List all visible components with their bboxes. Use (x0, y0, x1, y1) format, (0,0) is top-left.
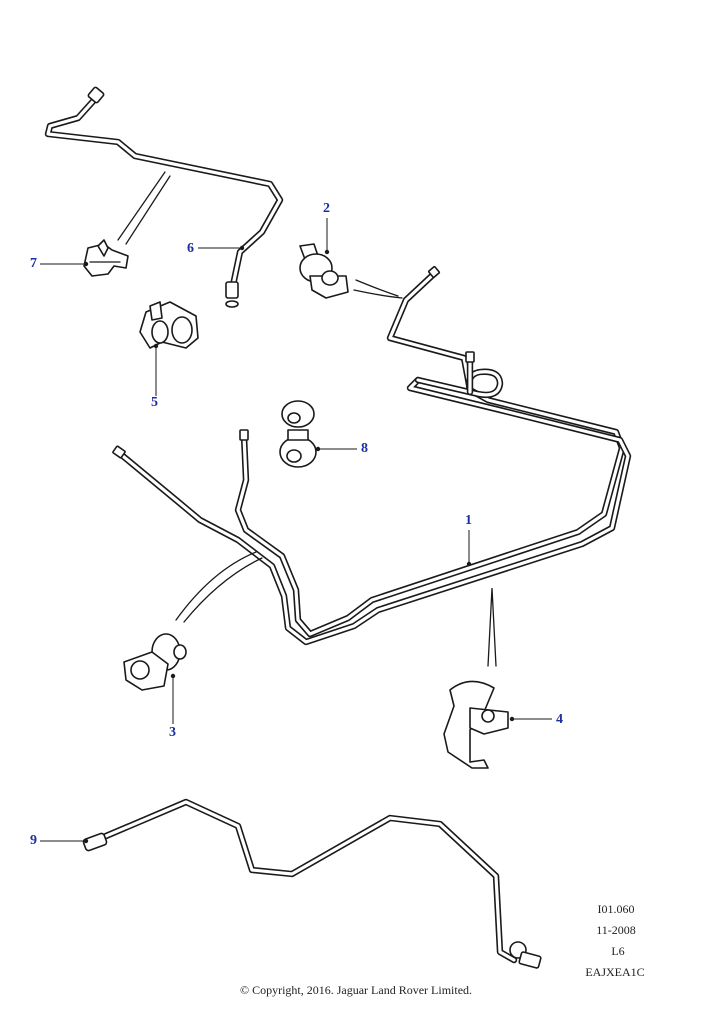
leader-lines (40, 218, 552, 844)
pipe-part-9 (82, 798, 542, 969)
clip-part-2 (299, 243, 403, 299)
reference-date: 11-2008 (596, 923, 636, 937)
callout-7[interactable]: 7 (30, 256, 37, 271)
callout-6[interactable]: 6 (187, 241, 194, 256)
clip-part-5 (139, 301, 199, 349)
callout-2[interactable]: 2 (323, 201, 330, 216)
copyright-notice: © Copyright, 2016. Jaguar Land Rover Lim… (239, 983, 473, 997)
clip-part-3 (123, 551, 263, 691)
callout-1[interactable]: 1 (465, 513, 472, 528)
reference-variant: L6 (611, 944, 625, 958)
callout-9[interactable]: 9 (30, 833, 37, 848)
reference-drawing-id: EAJXEA1C (585, 965, 645, 979)
clip-part-4 (443, 680, 509, 769)
pipe-part-1 (112, 265, 632, 667)
callout-8[interactable]: 8 (361, 441, 368, 456)
callout-5[interactable]: 5 (151, 395, 158, 410)
callout-3[interactable]: 3 (169, 725, 176, 740)
pipe-part-6 (44, 86, 284, 308)
callout-4[interactable]: 4 (556, 712, 563, 727)
clip-part-7 (83, 171, 171, 277)
reference-code: I01.060 (597, 902, 635, 916)
clip-part-8 (279, 400, 317, 468)
